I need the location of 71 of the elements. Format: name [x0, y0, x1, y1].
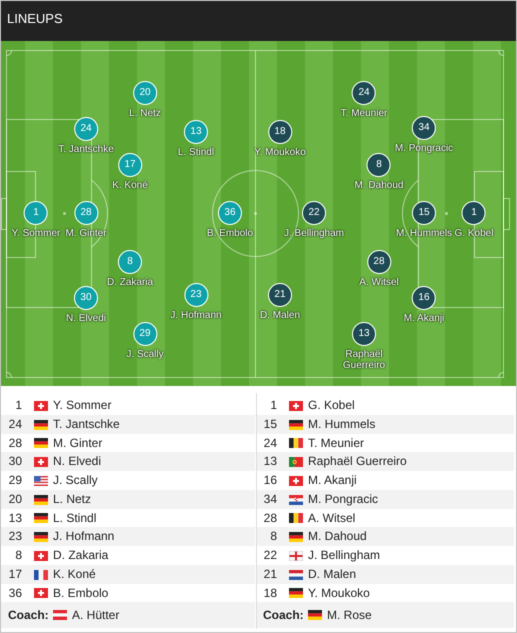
- shirt-number: 22: [264, 547, 277, 564]
- player-name: D. Malen: [308, 566, 356, 583]
- shirt-number: 13: [264, 453, 277, 470]
- player-name: L. Stindl: [53, 510, 96, 527]
- shirt-number: 13: [8, 510, 22, 527]
- player-name: M. Ginter: [65, 228, 107, 239]
- player-name: J. Bellingham: [284, 228, 344, 239]
- shirt-number: 29: [8, 472, 22, 489]
- player-name: Y. Sommer: [53, 397, 112, 414]
- player-name: A. Witsel: [359, 277, 399, 288]
- player-name: M. Hummels: [308, 416, 376, 433]
- shirt-number: 8: [270, 528, 277, 545]
- shirt-number: 28: [8, 435, 22, 452]
- player-name: J. Hofmann: [53, 528, 114, 545]
- player-name: Y. Moukoko: [254, 147, 306, 158]
- player-name: M. Pongracic: [308, 491, 378, 508]
- shirt-number: 24: [8, 416, 22, 433]
- player-name: J. Hofmann: [170, 310, 222, 321]
- player-name: G. Kobel: [454, 228, 494, 239]
- shirt-number: 16: [264, 472, 277, 489]
- shirt-number: 15: [264, 416, 277, 433]
- player-name: N. Elvedi: [66, 313, 106, 324]
- shirt-number: 24: [264, 435, 277, 452]
- shirt-number: 21: [264, 566, 277, 583]
- player-name: J. Scally: [126, 349, 164, 360]
- player-name: B. Embolo: [206, 228, 254, 239]
- player-name: K. Koné: [112, 180, 148, 191]
- player-name: Y. Sommer: [12, 228, 60, 239]
- player-name: L. Netz: [129, 108, 161, 119]
- player-name: A. Witsel: [308, 510, 356, 527]
- coach-name: A. Hütter: [72, 607, 120, 624]
- shirt-number: 8: [15, 547, 22, 564]
- player-name: Y. Moukoko: [308, 585, 370, 602]
- player-name: Raphaël Guerreiro: [308, 453, 407, 470]
- shirt-number: 20: [8, 491, 22, 508]
- player-name: M. Ginter: [53, 435, 102, 452]
- player-name: L. Netz: [53, 491, 92, 508]
- player-name: D. Malen: [260, 310, 300, 321]
- coach-name: M. Rose: [327, 607, 372, 624]
- player-name: M. Pongracic: [394, 143, 454, 154]
- coach-label: Coach:: [263, 607, 304, 624]
- player-name: Raphaël Guerreiro: [342, 349, 386, 371]
- player-name: J. Bellingham: [308, 547, 380, 564]
- coach-label: Coach:: [8, 607, 49, 624]
- shirt-number: 18: [264, 585, 277, 602]
- shirt-number: 34: [264, 491, 277, 508]
- player-name: T. Meunier: [340, 108, 388, 119]
- player-name: M. Dahoud: [354, 180, 404, 191]
- player-name: D. Zakaria: [106, 277, 154, 288]
- player-name: T. Meunier: [308, 435, 364, 452]
- player-name: J. Scally: [53, 472, 98, 489]
- player-name: N. Elvedi: [53, 453, 102, 470]
- player-name: T. Jantschke: [53, 416, 120, 433]
- shirt-number: 23: [8, 528, 22, 545]
- player-name: M. Hummels: [396, 228, 452, 239]
- player-name: L. Stindl: [178, 147, 214, 158]
- shirt-number: 36: [8, 585, 22, 602]
- player-name: B. Embolo: [53, 585, 108, 602]
- player-name: T. Jantschke: [58, 144, 114, 155]
- player-name: M. Akanji: [404, 313, 444, 324]
- section-title: LINEUPS: [7, 11, 63, 27]
- shirt-number: 1: [270, 397, 277, 414]
- shirt-number: 28: [264, 510, 277, 527]
- player-name: G. Kobel: [308, 397, 355, 414]
- shirt-number: 17: [8, 566, 22, 583]
- player-name: D. Zakaria: [53, 547, 108, 564]
- shirt-number: 30: [8, 453, 22, 470]
- player-name: K. Koné: [53, 566, 96, 583]
- shirt-number: 1: [15, 397, 22, 414]
- player-name: M. Dahoud: [308, 528, 367, 545]
- player-name: M. Akanji: [308, 472, 357, 489]
